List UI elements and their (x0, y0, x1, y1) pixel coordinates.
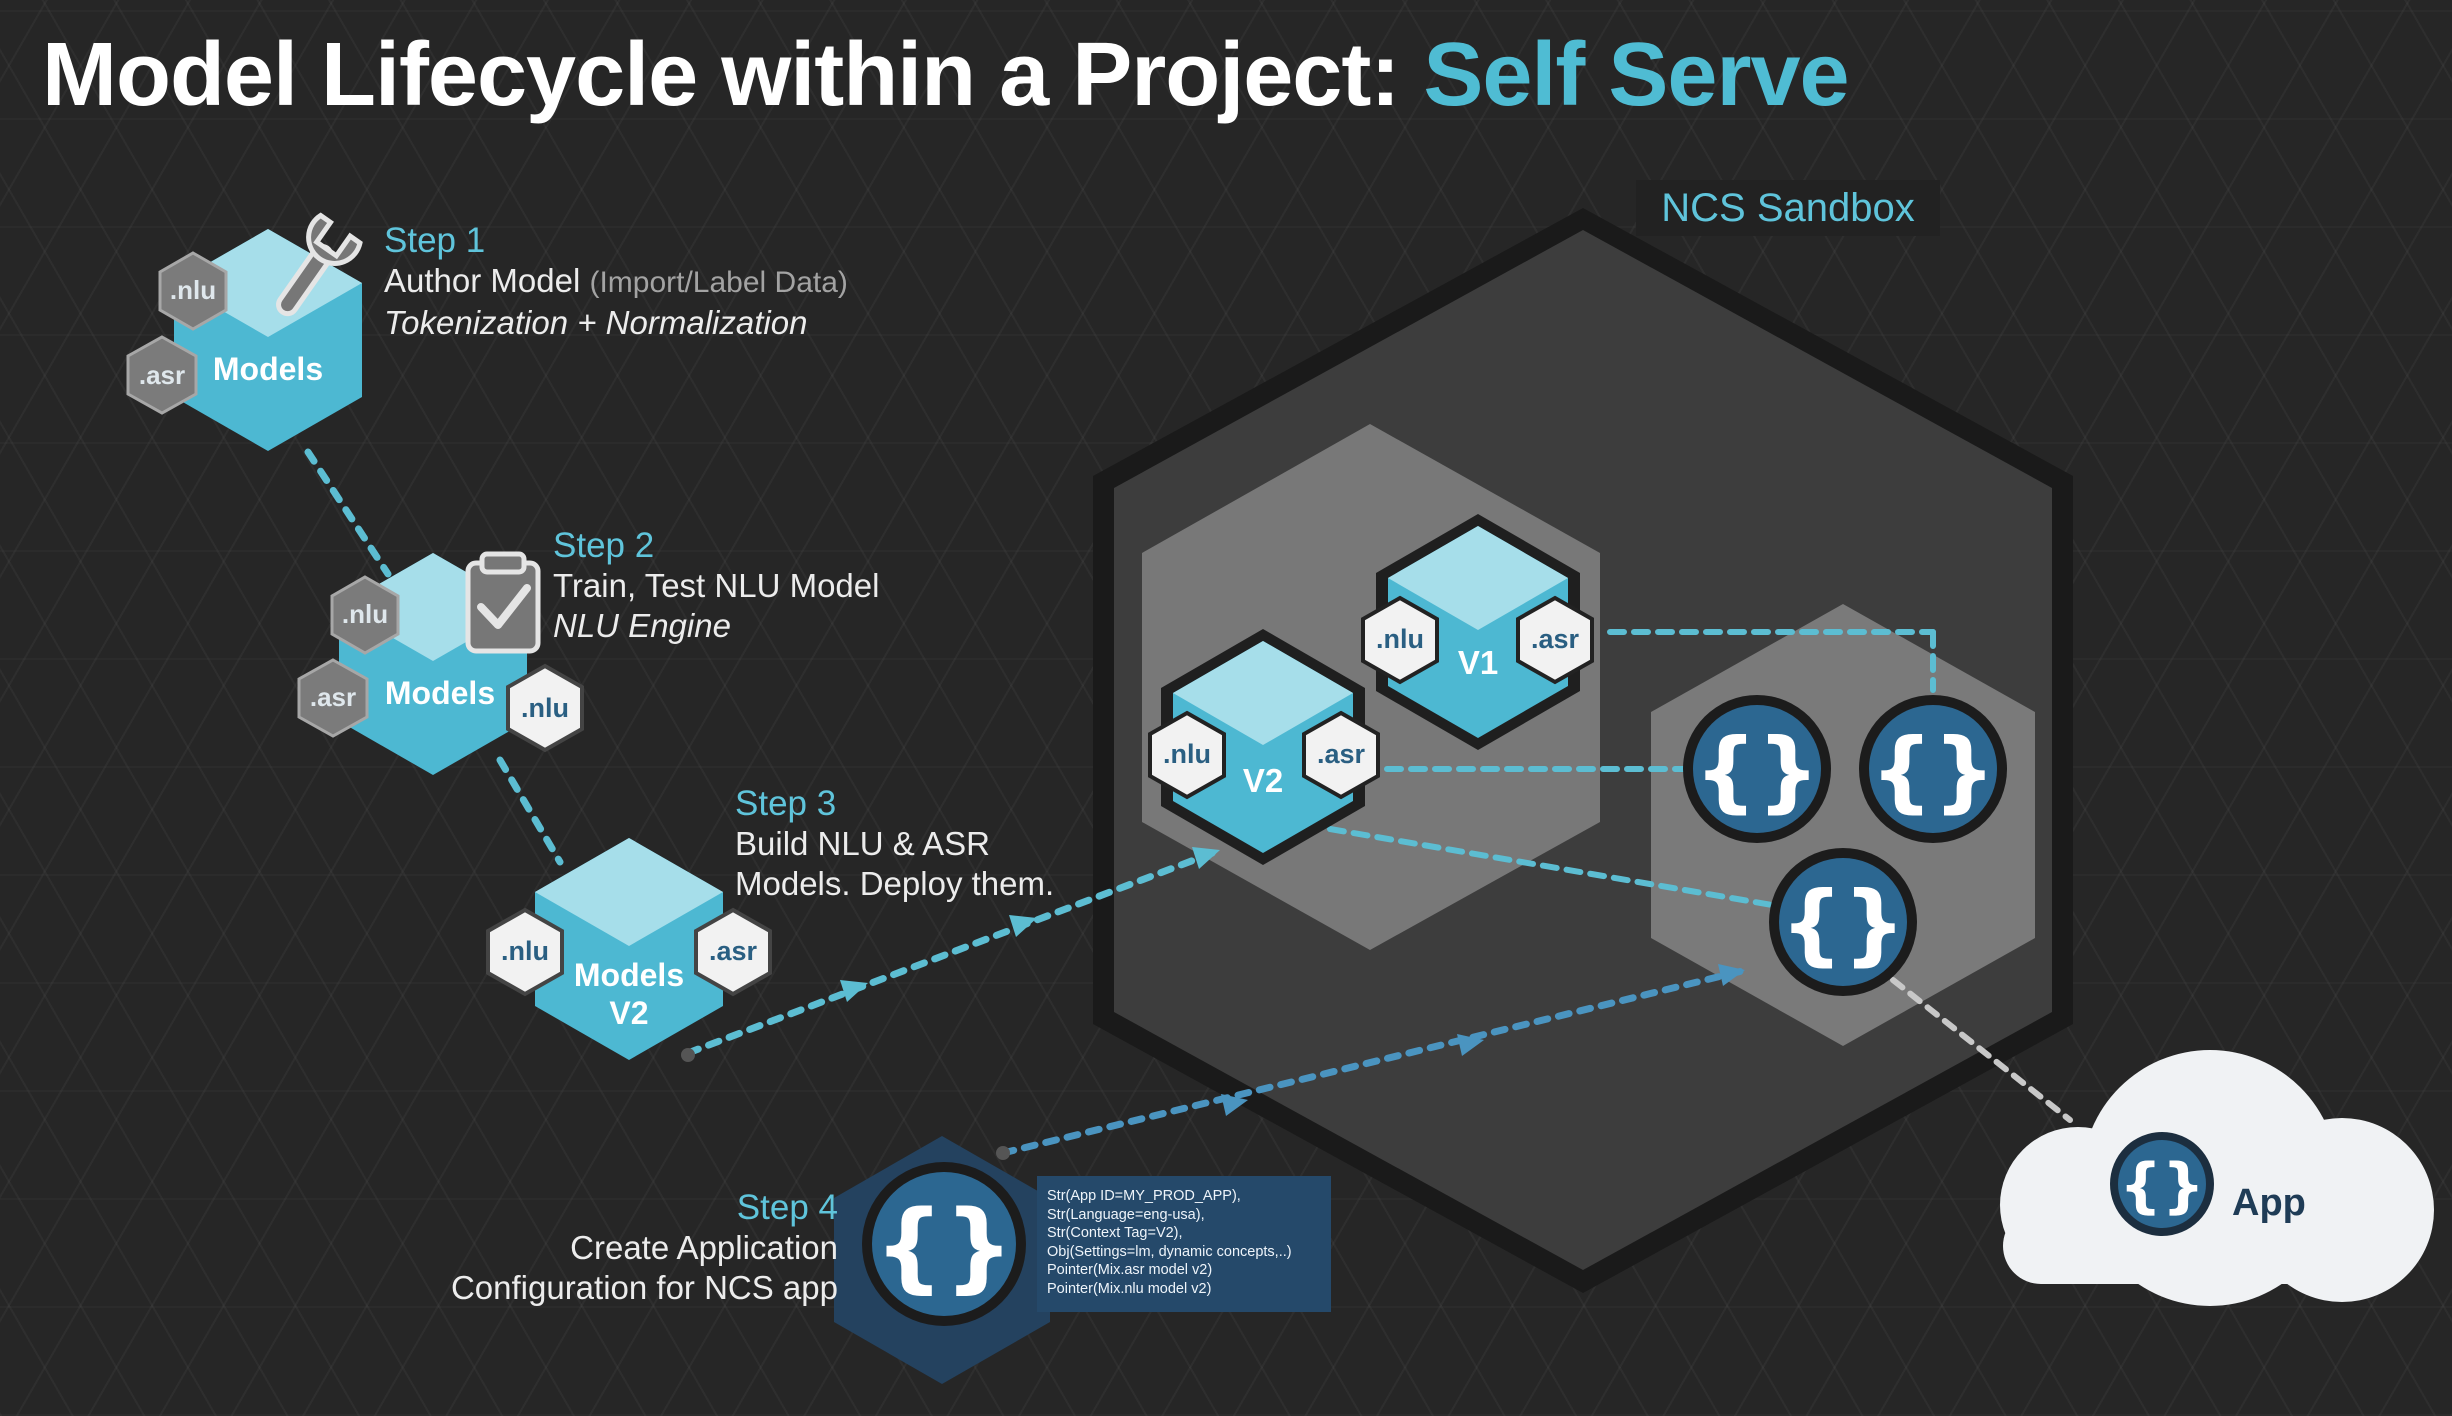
step1-line2: Tokenization + Normalization (384, 304, 808, 341)
step1-subtitle: (Import/Label Data) (589, 266, 848, 299)
sandbox-config-2: {} (1859, 695, 2007, 843)
arrowhead (1718, 964, 1745, 986)
sandbox-config-3: {} (1769, 848, 1917, 996)
arrowhead (1221, 1094, 1248, 1116)
nlu-badge-label: .nlu (521, 693, 569, 723)
config-line: Pointer(Mix.asr model v2) (1047, 1262, 1213, 1278)
app-label: App (2232, 1182, 2306, 1224)
asr-badge-label: .asr (1317, 739, 1366, 769)
v1-model-cube: .nlu .asr V1 (1361, 514, 1594, 750)
braces-icon: {} (1780, 872, 1905, 975)
step4-heading: Step 4 (736, 1188, 838, 1227)
step3-models-v2-cube: .nlu .asr Models V2 (486, 838, 772, 1060)
step1-models-cube: .nlu .asr Models (126, 212, 363, 451)
config-line: Pointer(Mix.nlu model v2) (1047, 1280, 1212, 1297)
nlu-badge-white (506, 663, 584, 753)
step1-heading: Step 1 (384, 221, 486, 260)
config-arrow (999, 967, 1746, 1157)
arrowhead (1192, 847, 1220, 869)
version-label: V1 (1458, 644, 1498, 681)
asr-badge (694, 907, 772, 997)
step3-line1: Build NLU & ASR (735, 825, 990, 862)
asr-badge-label: .asr (1531, 624, 1580, 654)
step2-models-cube: .nlu .asr .nlu Models (297, 551, 584, 775)
nlu-badge (1148, 710, 1226, 800)
step3-line2: Models. Deploy them. (735, 865, 1055, 902)
arrow-origin-dot (681, 1048, 695, 1062)
step4-text: Step 4 Create Application Configuration … (400, 1187, 838, 1308)
nlu-badge-label: .nlu (342, 599, 388, 629)
step1-title: Author Model (384, 262, 581, 299)
connector-step1-step2 (304, 448, 392, 578)
models-label: Models (574, 957, 684, 993)
braces-icon: {} (1870, 719, 1995, 822)
connector-step2-step3 (496, 756, 564, 866)
asr-badge-label: .asr (310, 682, 356, 712)
asr-badge (1516, 595, 1594, 685)
page-title: Model Lifecycle within a Project: Self S… (42, 24, 1850, 127)
step2-line2: NLU Engine (553, 607, 731, 644)
deploy-arrow (684, 848, 1219, 1057)
nlu-badge-label: .nlu (170, 275, 216, 305)
models-label: Models (213, 351, 323, 387)
title-main: Model Lifecycle within a Project: (42, 25, 1400, 125)
connector-v2-config3 (1327, 826, 1775, 908)
config-line: Str(App ID=MY_PROD_APP), (1047, 1188, 1241, 1204)
step3-text: Step 3 Build NLU & ASR Models. Deploy th… (735, 783, 1054, 904)
braces-icon: {} (874, 1190, 1014, 1304)
arrowheads (681, 847, 1745, 1160)
arrowhead (1457, 1034, 1484, 1056)
config-line: Str(Language=eng-usa), (1047, 1206, 1205, 1223)
connector-config-app (1890, 977, 2073, 1123)
asr-badge-label: .asr (139, 360, 185, 390)
step4-line2: Configuration for NCS app (450, 1269, 838, 1306)
config-line: Str(Context Tag=V2), (1047, 1225, 1183, 1241)
nlu-badge (486, 907, 564, 997)
version-label: V2 (1243, 762, 1283, 799)
nlu-badge-label: .nlu (501, 936, 549, 966)
arrowhead (1009, 915, 1037, 937)
asr-badge (126, 335, 198, 415)
step3-heading: Step 3 (735, 784, 837, 823)
asr-badge (297, 658, 369, 738)
asr-badge-label: .asr (709, 936, 758, 966)
nlu-badge (158, 251, 228, 331)
nlu-badge-label: .nlu (1376, 624, 1424, 654)
step2-line1: Train, Test NLU Model (553, 567, 880, 604)
step1-line1: Author Model (Import/Label Data) (384, 261, 848, 303)
models-label: Models (385, 675, 495, 711)
step2-text: Step 2 Train, Test NLU Model NLU Engine (553, 525, 879, 646)
braces-icon: {} (2119, 1151, 2204, 1221)
config-code-box: Str(App ID=MY_PROD_APP), Str(Language=en… (1037, 1176, 1331, 1312)
connector-lines (304, 448, 2073, 1157)
v2-model-cube: .nlu .asr V2 (1148, 629, 1380, 865)
version-label: V2 (609, 995, 648, 1031)
nlu-badge (1361, 595, 1439, 685)
arrow-origin-dot (996, 1146, 1010, 1160)
title-accent: Self Serve (1423, 25, 1849, 125)
step4-line1: Create Application (570, 1229, 838, 1266)
sandbox-config-1: {} (1683, 695, 1831, 843)
arrowhead (840, 980, 868, 1002)
step4-config-node: {} (834, 1136, 1050, 1384)
clipboard-check-icon (465, 551, 541, 654)
step2-heading: Step 2 (553, 526, 655, 565)
asr-badge (1302, 710, 1380, 800)
wrench-icon (276, 212, 363, 317)
nlu-badge (330, 575, 400, 655)
braces-icon: {} (1694, 719, 1819, 822)
config-line: Obj(Settings=lm, dynamic concepts,..) (1047, 1243, 1292, 1260)
sandbox-label: NCS Sandbox (1636, 180, 1940, 236)
step1-text: Step 1 Author Model (Import/Label Data) … (384, 220, 848, 343)
nlu-badge-label: .nlu (1163, 739, 1211, 769)
cloud-icon: {} (2000, 1050, 2434, 1306)
